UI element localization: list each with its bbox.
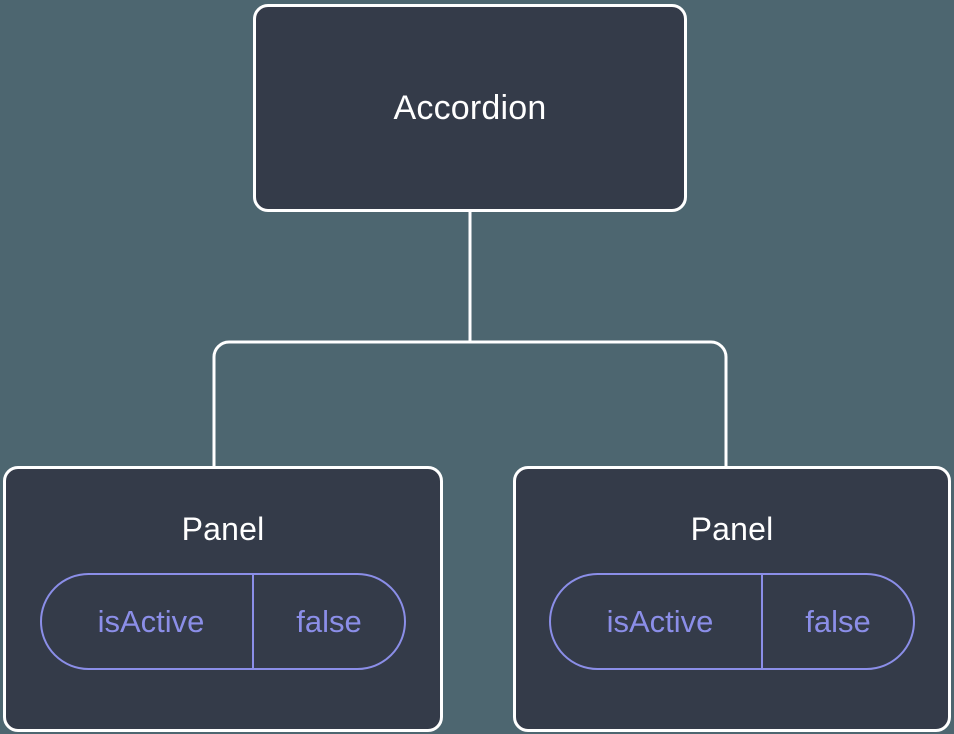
edge-branch-to-panel-left	[212, 340, 470, 466]
prop-pill-isactive-2[interactable]: isActive false	[549, 573, 915, 670]
edge-branch-to-panel-right	[470, 340, 728, 466]
prop-pill-isactive-1[interactable]: isActive false	[40, 573, 406, 670]
node-panel-1[interactable]: Panel isActive false	[3, 466, 443, 732]
prop-key-isactive-1: isActive	[97, 604, 205, 639]
prop-value-isactive-1: false	[252, 575, 404, 668]
node-title-panel-2: Panel	[690, 511, 774, 547]
prop-value-isactive-2: false	[761, 575, 913, 668]
prop-key-isactive-2: isActive	[606, 604, 714, 639]
node-title-accordion: Accordion	[393, 89, 547, 127]
node-title-panel-1: Panel	[181, 511, 265, 547]
node-accordion[interactable]: Accordion	[253, 4, 687, 212]
node-panel-2[interactable]: Panel isActive false	[513, 466, 951, 732]
